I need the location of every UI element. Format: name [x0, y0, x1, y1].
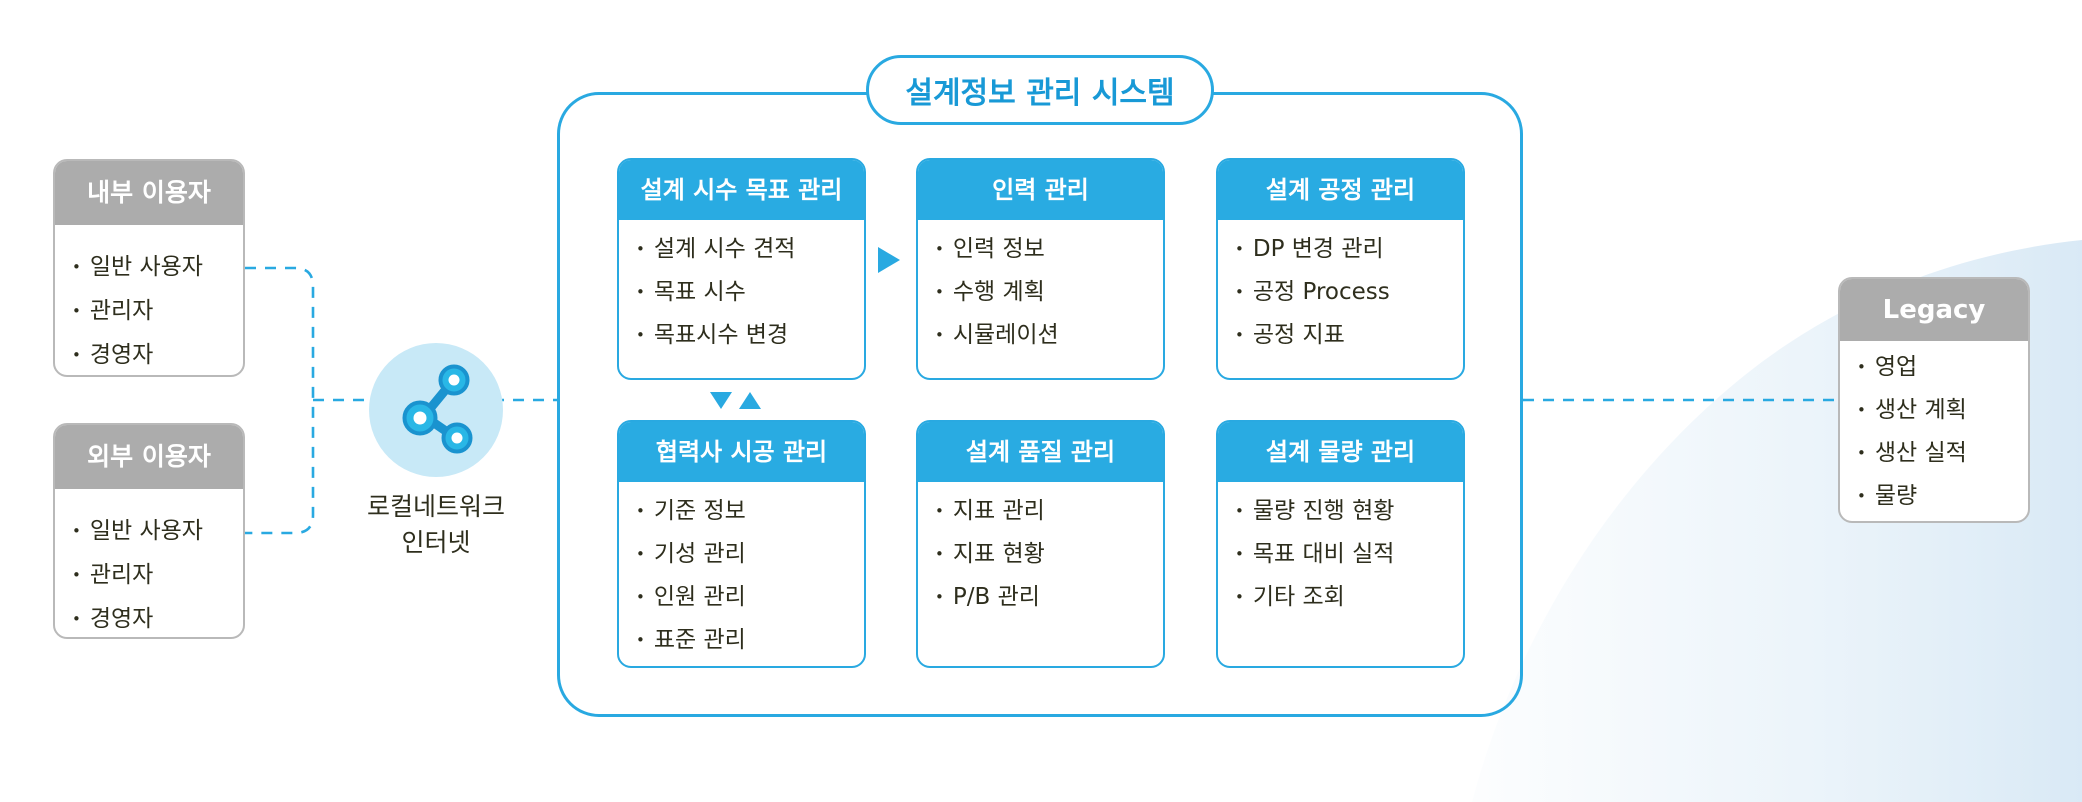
list-item: 생산 실적 — [1850, 432, 2022, 475]
module-item-list: 인력 정보 수행 계획 시뮬레이션 — [918, 220, 1163, 357]
module-card-design-quality: 설계 품질 관리 지표 관리 지표 현황 P/B 관리 — [916, 420, 1165, 668]
list-item: 목표 대비 실적 — [1228, 533, 1457, 576]
list-item: 공정 Process — [1228, 271, 1457, 314]
list-item: DP 변경 관리 — [1228, 228, 1457, 271]
list-item: 지표 관리 — [928, 490, 1157, 533]
arrow-up-icon — [739, 392, 761, 409]
network-label-line2: 인터넷 — [401, 528, 471, 557]
module-card-header: 설계 공정 관리 — [1218, 160, 1463, 220]
module-card-header: 설계 물량 관리 — [1218, 422, 1463, 482]
arrow-down-icon — [710, 392, 732, 409]
module-card-header: 설계 품질 관리 — [918, 422, 1163, 482]
list-item: P/B 관리 — [928, 576, 1157, 619]
module-card-manpower: 인력 관리 인력 정보 수행 계획 시뮬레이션 — [916, 158, 1165, 380]
list-item: 기준 정보 — [629, 490, 858, 533]
module-item-list: 지표 관리 지표 현황 P/B 관리 — [918, 482, 1163, 619]
list-item: 목표시수 변경 — [629, 314, 858, 357]
list-item: 시뮬레이션 — [928, 314, 1157, 357]
list-item: 경영자 — [65, 597, 237, 637]
network-label: 로컬네트워크 인터넷 — [326, 489, 546, 561]
legacy-header: Legacy — [1840, 279, 2028, 341]
list-item: 목표 시수 — [629, 271, 858, 314]
internal-users-box: 내부 이용자 일반 사용자 관리자 경영자 — [53, 159, 245, 377]
list-item: 공정 지표 — [1228, 314, 1457, 357]
share-network-icon — [402, 364, 473, 454]
list-item: 지표 현황 — [928, 533, 1157, 576]
network-node — [369, 343, 503, 477]
list-item: 물량 — [1850, 475, 2022, 518]
legacy-list: 영업 생산 계획 생산 실적 물량 — [1840, 341, 2028, 518]
list-item: 일반 사용자 — [65, 245, 237, 289]
module-item-list: 설계 시수 견적 목표 시수 목표시수 변경 — [619, 220, 864, 357]
list-item: 표준 관리 — [629, 619, 858, 662]
list-item: 경영자 — [65, 333, 237, 375]
list-item: 물량 진행 현황 — [1228, 490, 1457, 533]
list-item: 수행 계획 — [928, 271, 1157, 314]
external-users-list: 일반 사용자 관리자 경영자 — [55, 489, 243, 637]
internal-users-header: 내부 이용자 — [55, 161, 243, 225]
connector-users-branch — [245, 266, 315, 535]
module-item-list: 기준 정보 기성 관리 인원 관리 표준 관리 — [619, 482, 864, 662]
module-card-design-hours-target: 설계 시수 목표 관리 설계 시수 견적 목표 시수 목표시수 변경 — [617, 158, 866, 380]
network-label-line1: 로컬네트워크 — [366, 492, 505, 521]
legacy-box: Legacy 영업 생산 계획 생산 실적 물량 — [1838, 277, 2030, 523]
list-item: 관리자 — [65, 553, 237, 597]
external-users-box: 외부 이용자 일반 사용자 관리자 경영자 — [53, 423, 245, 639]
list-item: 인원 관리 — [629, 576, 858, 619]
list-item: 일반 사용자 — [65, 509, 237, 553]
list-item: 영업 — [1850, 346, 2022, 389]
module-card-header: 인력 관리 — [918, 160, 1163, 220]
module-card-partner-construction: 협력사 시공 관리 기준 정보 기성 관리 인원 관리 표준 관리 — [617, 420, 866, 668]
system-title-label: 설계정보 관리 시스템 — [905, 76, 1175, 111]
list-item: 관리자 — [65, 289, 237, 333]
list-item: 생산 계획 — [1850, 389, 2022, 432]
list-item: 인력 정보 — [928, 228, 1157, 271]
system-title: 설계정보 관리 시스템 — [866, 55, 1214, 125]
list-item: 기타 조회 — [1228, 576, 1457, 619]
arrow-right-icon — [878, 247, 900, 273]
external-users-header: 외부 이용자 — [55, 425, 243, 489]
module-item-list: DP 변경 관리 공정 Process 공정 지표 — [1218, 220, 1463, 357]
module-card-header: 설계 시수 목표 관리 — [619, 160, 864, 220]
internal-users-list: 일반 사용자 관리자 경영자 — [55, 225, 243, 375]
module-card-design-quantity: 설계 물량 관리 물량 진행 현황 목표 대비 실적 기타 조회 — [1216, 420, 1465, 668]
module-card-header: 협력사 시공 관리 — [619, 422, 864, 482]
module-card-design-process: 설계 공정 관리 DP 변경 관리 공정 Process 공정 지표 — [1216, 158, 1465, 380]
list-item: 기성 관리 — [629, 533, 858, 576]
list-item: 설계 시수 견적 — [629, 228, 858, 271]
module-item-list: 물량 진행 현황 목표 대비 실적 기타 조회 — [1218, 482, 1463, 619]
